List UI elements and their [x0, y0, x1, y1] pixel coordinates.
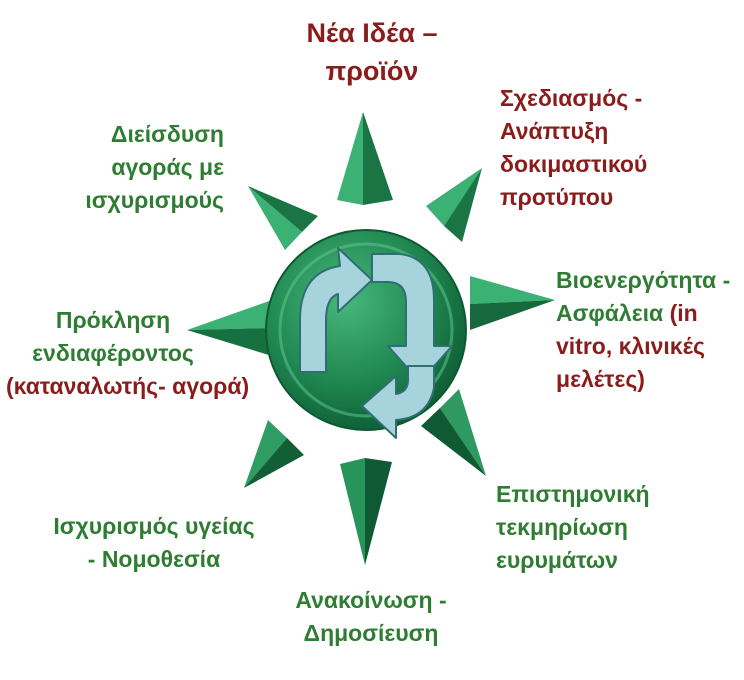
stage-design-line3: δοκιμαστικού [500, 151, 648, 177]
stage-interest-label: Πρόκληση ενδιαφέροντος (καταναλωτής- αγο… [6, 304, 250, 403]
ray-bottom-left [244, 420, 304, 488]
stage-interest-line1: Πρόκληση [55, 307, 171, 333]
cycle-arrows-icon [299, 247, 453, 439]
stage-market-line2: αγοράς με [111, 154, 224, 180]
center-hub-highlight [278, 242, 454, 418]
stage-bioactivity-line4: μελέτες) [556, 366, 645, 392]
stage-scientific-line1: Επιστημονική [496, 481, 650, 507]
stage-bioactivity-label: Βιοενεργότητα - Ασφάλεια (in vitro, κλιν… [556, 264, 742, 396]
stage-design-label: Σχεδιασμός - Ανάπτυξη δοκιμαστικού προτύ… [500, 82, 740, 214]
ray-left [187, 300, 272, 356]
stage-design-line1: Σχεδιασμός - [500, 85, 643, 111]
stage-bioactivity-in: (in [669, 300, 698, 326]
stage-health-claim-line1: Ισχυρισμός υγείας [53, 513, 255, 539]
ray-top-right [426, 168, 482, 242]
stage-market-line1: Διείσδυση [110, 121, 224, 147]
stage-design-line2: Ανάπτυξη [500, 118, 609, 144]
ray-bottom [340, 458, 392, 565]
stage-interest-line2: ενδιαφέροντος [32, 340, 194, 366]
ray-top [337, 112, 393, 205]
center-hub [265, 229, 467, 431]
ray-bottom-right [421, 389, 486, 476]
stage-announcement-line2: Δημοσίευση [303, 620, 439, 646]
ray-right [470, 276, 555, 330]
stage-design-line4: προτύπου [500, 184, 614, 210]
stage-new-idea-line2: προϊόν [325, 56, 419, 86]
stage-bioactivity-line2: Ασφάλεια (in [556, 297, 742, 330]
stage-bioactivity-line3: vitro, κλινικές [556, 333, 705, 359]
stage-new-idea-label: Νέα Ιδέα – προϊόν [272, 14, 472, 90]
stage-health-claim-label: Ισχυρισμός υγείας - Νομοθεσία [30, 510, 278, 576]
stage-bioactivity-safety: Ασφάλεια [556, 300, 664, 326]
stage-market-line3: ισχυρισμούς [85, 187, 224, 213]
stage-scientific-line3: ευρυμάτων [496, 547, 618, 573]
stage-health-claim-line2: - Νομοθεσία [87, 546, 221, 572]
stage-announcement-line1: Ανακοίνωση - [295, 587, 447, 613]
stage-scientific-line2: τεκμηρίωση [496, 514, 628, 540]
ray-top-left [248, 186, 318, 250]
stage-market-penetration-label: Διείσδυση αγοράς με ισχυρισμούς [64, 118, 224, 217]
stage-bioactivity-line1: Βιοενεργότητα - [556, 267, 731, 293]
stage-new-idea-line1: Νέα Ιδέα – [306, 18, 438, 48]
stage-scientific-documentation-label: Επιστημονική τεκμηρίωση ευρυμάτων [496, 478, 736, 577]
stage-interest-line3: (καταναλωτής- αγορά) [6, 373, 250, 399]
stage-announcement-label: Ανακοίνωση - Δημοσίευση [236, 584, 506, 650]
